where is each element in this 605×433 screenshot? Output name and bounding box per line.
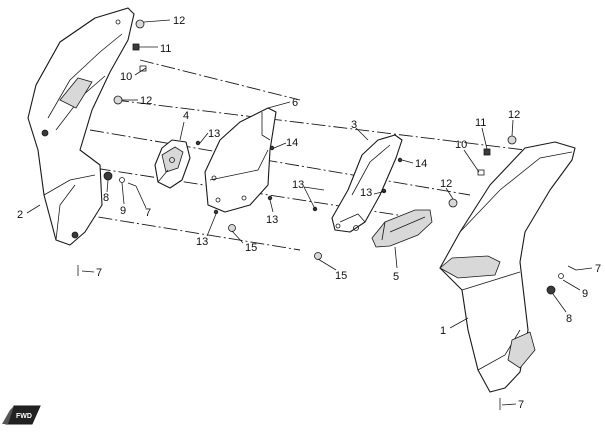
callout-7-right: 7 [595,263,601,275]
callout-14-mid: 14 [286,137,298,149]
callout-5: 5 [393,271,399,283]
washer-8b [546,285,556,295]
callout-15-right: 15 [335,270,347,282]
callout-2: 2 [17,209,23,221]
forward-direction-badge: FWD [2,405,41,425]
callout-7-bottom-left: 7 [96,267,102,279]
bolt-7c [567,265,577,271]
callout-13-center-right: 13 [360,187,372,199]
bolt-7a [127,182,137,187]
callout-numbers: 12 11 10 12 4 6 13 14 13 13 15 2 8 9 7 7… [17,15,601,411]
clip-10a [139,65,147,72]
callout-15-mid: 15 [245,242,257,254]
left-side-fairing [27,7,135,246]
nut-11a [132,43,140,51]
callout-leaders [26,19,593,406]
callout-6: 6 [292,97,298,109]
callout-8-left: 8 [103,192,109,204]
nut-11b [483,148,491,156]
washer-8a [103,171,113,181]
callout-12-top-right: 12 [508,109,520,121]
callout-12-mid-right: 12 [440,178,452,190]
callout-3: 3 [351,119,357,131]
callout-8-right: 8 [566,313,572,325]
bracket-latch [154,139,191,189]
callout-4: 4 [183,110,189,122]
callout-13-bottom-mid: 13 [196,236,208,248]
clip-10b [477,169,485,176]
right-inner-panel [331,134,403,233]
callout-9-right: 9 [582,288,588,300]
callout-10-right: 10 [455,139,467,151]
washer-9a [119,177,125,183]
grommet-12c [507,135,517,145]
right-side-fairing [439,141,576,393]
grommet-12a [135,19,145,29]
grommet-12b [113,95,123,105]
callout-10-left: 10 [120,71,132,83]
washer-9b [558,273,564,279]
callout-1: 1 [440,325,446,337]
assembly-axis-lines [54,59,526,251]
hardware-fasteners [77,19,577,410]
callout-14-right: 14 [415,158,427,170]
callout-13-left-right: 13 [292,179,304,191]
callout-7-left: 7 [145,207,151,219]
callout-13-right-mid: 13 [266,214,278,226]
fwd-label: FWD [16,413,32,420]
callout-11-right: 11 [475,117,486,129]
callout-12-top-left: 12 [173,15,185,27]
callout-9-left: 9 [120,205,126,217]
inner-panel [204,107,277,213]
grommet-12d [448,198,458,208]
callout-7-bottom-right: 7 [518,399,524,411]
callout-12-mid-left: 12 [140,95,152,107]
callout-11-left: 11 [160,43,171,55]
light-lens [371,209,433,248]
callout-13-top-mid: 13 [208,128,220,140]
